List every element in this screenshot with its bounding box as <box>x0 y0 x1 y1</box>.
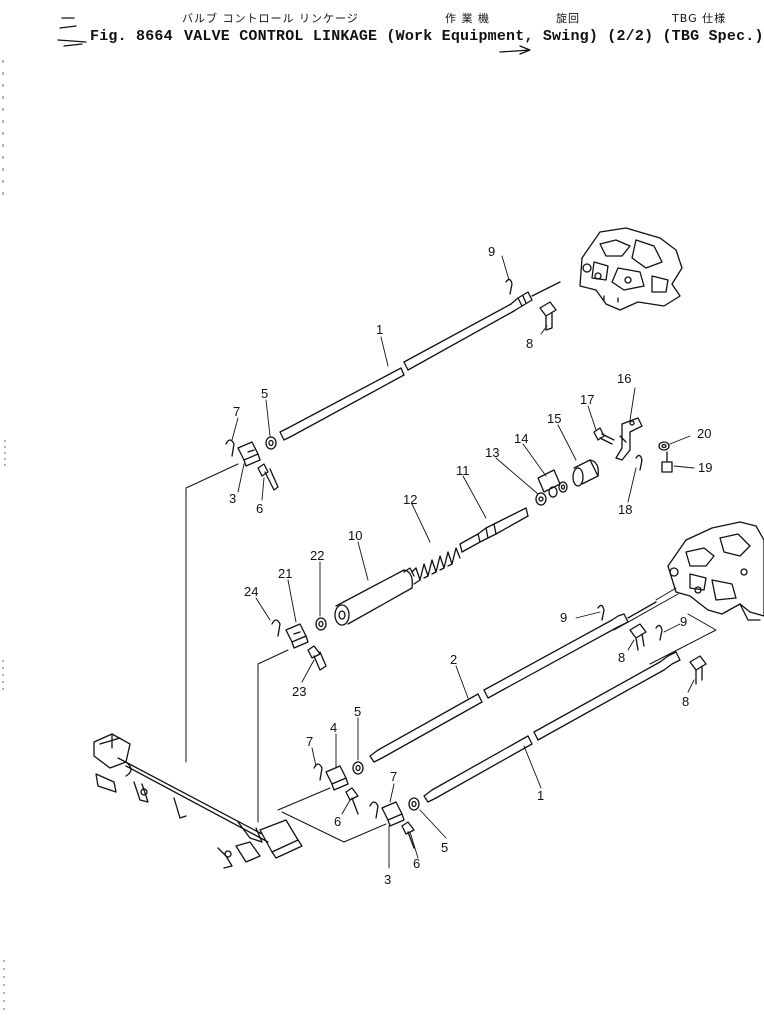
japanese-swing: 旋回 <box>556 12 580 25</box>
clevis-lower-left <box>313 761 364 815</box>
callout-labels: 1 9 8 5 7 3 6 16 17 15 14 13 11 20 19 18… <box>229 244 712 887</box>
header-scribble <box>57 17 531 55</box>
clevis-upper <box>225 436 279 491</box>
callout-9-lower-left: 9 <box>560 610 567 625</box>
callout-3: 3 <box>229 491 236 506</box>
scan-edge-marks <box>2 60 6 1010</box>
japanese-work-equipment: 作 業 機 <box>445 12 490 25</box>
connection-lines <box>185 463 717 843</box>
clevis-lower-right <box>369 797 420 849</box>
pins-lower <box>597 604 707 685</box>
callout-19: 19 <box>698 460 712 475</box>
callout-1: 1 <box>376 322 383 337</box>
control-valve-upper <box>579 227 683 311</box>
callout-21: 21 <box>278 566 292 581</box>
callout-10: 10 <box>348 528 362 543</box>
callout-8-lower-left: 8 <box>618 650 625 665</box>
spring-assembly <box>334 417 673 626</box>
pin-upper <box>539 301 557 331</box>
rod-middle <box>369 601 657 763</box>
japanese-spec: TBG 仕様 <box>672 12 727 25</box>
callout-7: 7 <box>233 404 240 419</box>
rod-lower <box>423 651 681 803</box>
callout-7-lower-right: 7 <box>390 769 397 784</box>
figure-number: Fig. 8664 <box>90 28 173 45</box>
callout-11: 11 <box>456 463 470 478</box>
callout-1-lower: 1 <box>537 788 544 803</box>
callout-22: 22 <box>310 548 324 563</box>
callout-6: 6 <box>256 501 263 516</box>
callout-5-lower-right: 5 <box>441 840 448 855</box>
callout-3-lower: 3 <box>384 872 391 887</box>
control-valve-lower <box>667 521 764 621</box>
callout-9: 9 <box>488 244 495 259</box>
diagram-header: バルブ コントロール リンケージ 作 業 機 旋回 TBG 仕様 Fig. 86… <box>0 0 764 70</box>
callout-8-lower-right: 8 <box>682 694 689 709</box>
clevis-middle <box>271 617 327 671</box>
lever-frame <box>93 733 303 869</box>
callout-20: 20 <box>697 426 711 441</box>
callout-13: 13 <box>485 445 499 460</box>
callout-9-lower-right: 9 <box>680 614 687 629</box>
callout-17: 17 <box>580 392 594 407</box>
figure-title: VALVE CONTROL LINKAGE (Work Equipment, S… <box>184 28 764 45</box>
callout-24: 24 <box>244 584 258 599</box>
callout-18: 18 <box>618 502 632 517</box>
callout-6-lower-right: 6 <box>413 856 420 871</box>
callout-5-lower-left: 5 <box>354 704 361 719</box>
rod-upper <box>279 281 561 441</box>
callout-14: 14 <box>514 431 528 446</box>
callout-5: 5 <box>261 386 268 401</box>
callout-15: 15 <box>547 411 561 426</box>
callout-8: 8 <box>526 336 533 351</box>
callout-4: 4 <box>330 720 337 735</box>
cotter-pin-upper <box>505 278 513 295</box>
callout-6-lower-left: 6 <box>334 814 341 829</box>
leader-lines <box>231 255 695 869</box>
callout-12: 12 <box>403 492 417 507</box>
japanese-title: バルブ コントロール リンケージ <box>182 12 359 25</box>
callout-7-lower-left: 7 <box>306 734 313 749</box>
callout-23: 23 <box>292 684 306 699</box>
callout-2: 2 <box>450 652 457 667</box>
callout-16: 16 <box>617 371 631 386</box>
